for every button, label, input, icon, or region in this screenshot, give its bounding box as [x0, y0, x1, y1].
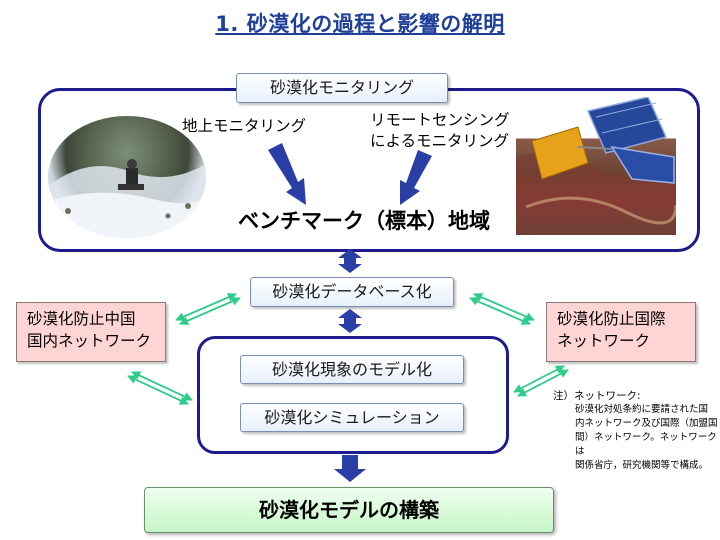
- note-line-3: 間）ネットワーク。ネットワークは: [575, 432, 717, 457]
- remote-sensing-label-2: によるモニタリング: [370, 132, 510, 150]
- china-network-line2: 国内ネットワーク: [27, 332, 152, 350]
- arrow-database-modeling: [338, 309, 362, 333]
- arrow-ground-to-benchmark: [268, 143, 306, 205]
- arrow-benchmark-database: [338, 249, 362, 273]
- network-note: 注）ネットワーク: 砂漠化対処条約に要請された国 内ネットワーク及び国際（加盟国…: [553, 388, 718, 473]
- page-title: 1. 砂漠化の過程と影響の解明: [215, 12, 505, 36]
- ground-monitoring-label: 地上モニタリング: [182, 117, 307, 135]
- ground-photo: [48, 116, 206, 238]
- satellite-scene: [516, 97, 676, 235]
- modeling-frame: [197, 336, 509, 454]
- green-arrows: [127, 293, 569, 405]
- intl-network-line1: 砂漠化防止国際: [557, 310, 666, 328]
- intl-network-line2: ネットワーク: [557, 332, 651, 350]
- ground-photo-scene: [48, 159, 206, 238]
- note-text: 砂漠化対処条約に要請された国 内ネットワーク及び国際（加盟国 間）ネットワーク。…: [553, 403, 718, 473]
- arrow-remote-to-benchmark: [400, 150, 432, 205]
- international-network-box: 砂漠化防止国際 ネットワーク: [546, 302, 696, 362]
- note-line-4: 関係省庁，研究機関等で構成。: [575, 460, 709, 471]
- monitoring-header: 砂漠化モニタリング: [236, 73, 448, 103]
- remote-sensing-label-1: リモートセンシング: [370, 111, 510, 129]
- simulation-box: 砂漠化シミュレーション: [240, 403, 464, 432]
- note-line-1: 砂漠化対処条約に要請された国: [575, 404, 709, 415]
- benchmark-label: ベンチマーク（標本）地域: [238, 209, 490, 233]
- phenomenon-modeling-box: 砂漠化現象のモデル化: [240, 355, 464, 384]
- arrow-modeling-to-result: [334, 455, 366, 482]
- note-line-2: 内ネットワーク及び国際（加盟国: [575, 418, 718, 429]
- note-title: 注）ネットワーク:: [553, 390, 641, 402]
- china-network-line1: 砂漠化防止中国: [27, 310, 136, 328]
- database-box: 砂漠化データベース化: [250, 277, 454, 307]
- satellite-photo: [516, 97, 676, 235]
- china-network-box: 砂漠化防止中国 国内ネットワーク: [16, 302, 166, 362]
- desertification-model-box: 砂漠化モデルの構築: [144, 487, 554, 533]
